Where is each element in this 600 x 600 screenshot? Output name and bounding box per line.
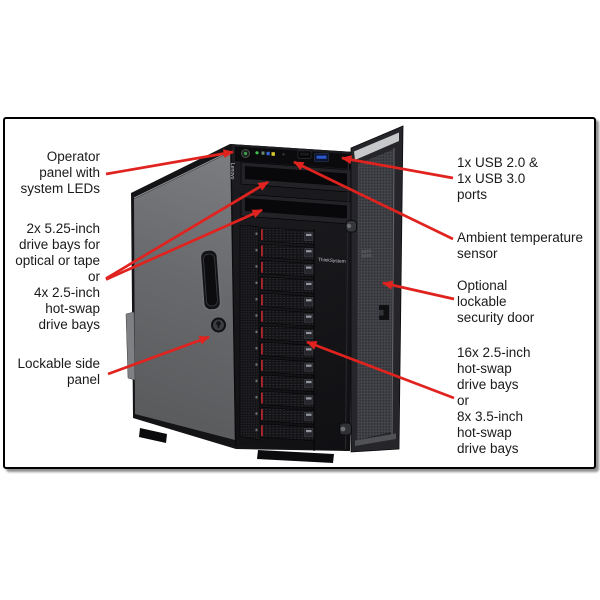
drive-tray <box>255 341 315 360</box>
arrow-usb-ports <box>341 155 454 180</box>
label-525-drive-bays: 2x 5.25-inch drive bays for optical or t… <box>15 221 100 332</box>
label-hot-swap-bays: 16x 2.5-inch hot-swap drive bays or 8x 3… <box>457 345 531 456</box>
arrow-side-panel-lock <box>107 335 210 376</box>
arrow-ambient-sensor <box>293 160 454 241</box>
optical-bay-2 <box>240 193 352 225</box>
label-usb-ports: 1x USB 2.0 & 1x USB 3.0 ports <box>457 155 539 202</box>
arrow-hot-swap-bays <box>306 340 455 400</box>
drive-trays <box>255 227 315 442</box>
status-led-green <box>255 151 259 155</box>
drive-tray <box>255 407 315 425</box>
callout-arrows <box>105 149 455 400</box>
drive-tray <box>255 227 315 245</box>
status-led-amber <box>271 152 275 156</box>
ambient-temperature-sensor <box>281 152 286 156</box>
side-panel-lock <box>211 317 226 333</box>
lenovo-badge: Lenovo <box>229 163 235 180</box>
side-panel <box>125 150 235 440</box>
door-top-band <box>354 132 399 160</box>
drive-tray <box>255 325 315 343</box>
server-chassis: Lenovo <box>125 144 354 463</box>
usb3-port <box>314 153 329 162</box>
rear-edge-handle <box>125 311 136 381</box>
door-latch <box>379 305 389 320</box>
optical-bay-1 <box>240 161 352 193</box>
drive-tray <box>255 276 315 294</box>
drive-tray <box>255 292 315 311</box>
arrow-bay1 <box>105 180 269 280</box>
drive-tray <box>255 243 315 262</box>
power-button <box>241 149 250 158</box>
front-foot <box>257 450 334 463</box>
door-hinge-top <box>345 220 357 233</box>
label-ambient-sensor: Ambient temperature sensor <box>457 230 584 261</box>
front-panel: Lenovo <box>229 144 354 451</box>
operator-panel <box>235 146 354 169</box>
arrow-bay2 <box>105 208 263 281</box>
drive-tray <box>255 357 315 376</box>
rear-foot <box>139 428 167 443</box>
label-security-door: Optional lockable security door <box>457 278 535 325</box>
status-led-id <box>261 151 265 155</box>
drive-tray <box>255 423 315 442</box>
usb2-port <box>297 150 312 159</box>
label-operator-panel: Operator panel with system LEDs <box>20 149 100 196</box>
label-lockable-side-panel: Lockable side panel <box>17 356 100 387</box>
security-door <box>339 125 404 453</box>
door-hinge-bottom <box>339 422 352 436</box>
status-led-blue <box>266 151 270 156</box>
drive-tray <box>255 259 315 278</box>
thinksystem-badge: ThinkSystem <box>318 257 346 265</box>
side-handle-recess <box>199 249 222 311</box>
drive-tray <box>255 374 315 392</box>
drive-tray <box>255 308 315 327</box>
arrow-security-door <box>382 280 455 301</box>
door-vent-emboss <box>361 249 372 258</box>
door-bottom-frame <box>355 433 396 446</box>
arrow-operator-panel <box>105 149 234 176</box>
diagram-frame: Lenovo <box>3 117 596 469</box>
drive-tray <box>255 390 315 409</box>
door-mesh <box>357 149 393 440</box>
vent-strip <box>239 224 261 441</box>
